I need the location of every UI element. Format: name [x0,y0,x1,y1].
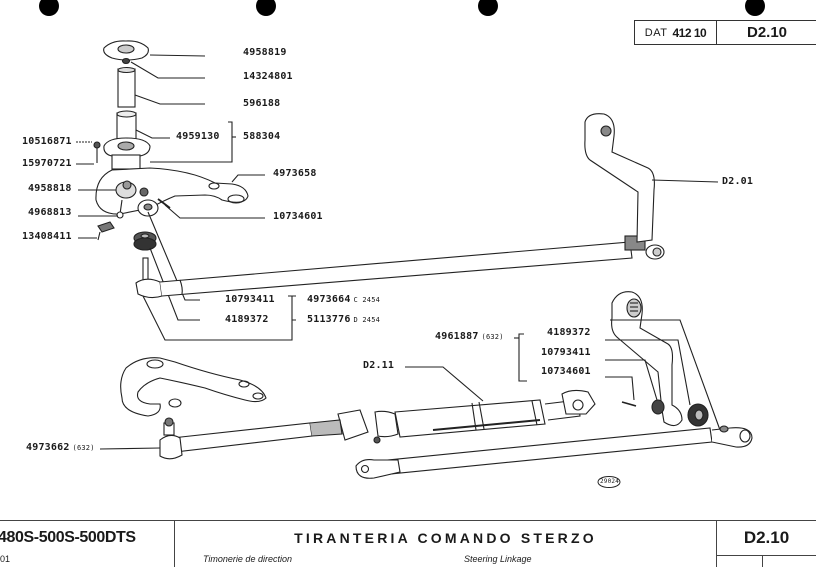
dat-reference: DAT 412 10 [635,21,717,44]
binder-hole [256,0,276,16]
grease-cap [121,57,131,65]
part-label[interactable]: 4973658 [273,168,317,179]
divider [762,555,763,567]
part-label[interactable]: 10516871 [22,136,72,147]
part-label[interactable]: 10793411 [541,347,591,358]
rubber-boot [133,231,157,251]
figure-number-oval [597,476,621,488]
assembly-label[interactable]: 4973662(632) [26,442,95,453]
bushing [116,110,137,142]
binder-hole [745,0,765,16]
assembly-note: D 2454 [353,316,381,324]
assembly-note: C 2454 [353,296,381,304]
tie-rod-upper [159,235,665,297]
cross-reference-power-cylinder[interactable]: D2.11 [363,360,395,371]
ball-stud [135,257,163,299]
exploded-parts-diagram [76,40,753,488]
ball-joint [115,180,159,217]
leader-line [231,174,265,183]
part-label[interactable]: 4189372 [547,327,591,338]
assembly-label[interactable]: 4961887(632) [435,331,504,342]
model-name: 480S-500S-500DTS [0,529,136,546]
cotter-pin [621,401,637,407]
section-title: TIRANTERIA COMANDO STERZO [294,530,597,546]
assembly-id: 5113776 [307,314,351,325]
leader-line [99,447,161,450]
assembly-id: 4961887 [435,331,479,342]
cross-reference-pitman-arm[interactable]: D2.01 [722,176,754,187]
part-label[interactable]: 4959130 [176,131,220,142]
drag-link-lower [355,425,753,479]
binder-hole [478,0,498,16]
dat-label: DAT [644,26,668,39]
flange-plate-top [103,40,149,61]
subtitle-english: Steering Linkage [464,554,532,564]
leader-line [651,179,719,183]
footer-page-code: D2.10 [743,528,790,547]
subtitle-french: Timonerie de direction [203,554,292,564]
leader-line [130,61,205,79]
castle-nut [651,399,665,415]
title-block: 480S-500S-500DTS 01 TIRANTERIA COMANDO S… [0,520,816,567]
leader-line [135,129,170,139]
divider [716,521,717,567]
leader-line [149,54,206,57]
steering-arm-lower [120,357,267,417]
bolt [93,141,101,163]
rubber-boot [687,403,709,427]
grease-nipple [97,221,115,241]
divider [174,521,175,567]
part-label[interactable]: 4968813 [28,207,72,218]
pitman-arm [584,113,655,243]
dat-number: 412 10 [672,25,707,40]
part-label[interactable]: 14324801 [243,71,293,82]
part-label[interactable]: 4189372 [225,314,269,325]
part-label[interactable]: 588304 [243,131,281,142]
cotter-pin [157,198,171,209]
assembly-note: (632) [72,444,95,452]
assembly-note: (632) [481,333,504,341]
page-code: D2.10 [746,24,788,41]
pin [117,66,136,108]
grease-pin [116,199,124,219]
part-label[interactable]: 10793411 [225,294,275,305]
part-label[interactable]: 10734601 [541,366,591,377]
tie-rod-lower [159,417,343,460]
reference-box: DAT 412 10 D2.10 [634,20,816,45]
figure-number: 29024 [600,478,620,485]
part-label[interactable]: 10734601 [273,211,323,222]
power-steering-cylinder [337,389,596,444]
binder-hole [39,0,59,16]
model-subcode: 01 [0,554,11,564]
flange-plate-bottom [103,137,151,170]
assembly-id: 4973664 [307,294,351,305]
idler-arm [611,291,683,427]
leader-line [405,366,484,402]
leader-line [134,94,205,105]
bracket [150,121,233,163]
part-label[interactable]: 4958818 [28,183,72,194]
part-label[interactable]: 15970721 [22,158,72,169]
part-label[interactable]: 13408411 [22,231,72,242]
steering-arm [95,167,249,215]
divider [716,555,816,556]
part-label[interactable]: 4958819 [243,47,287,58]
part-label[interactable]: 596188 [243,98,281,109]
assembly-id: 4973662 [26,442,70,453]
